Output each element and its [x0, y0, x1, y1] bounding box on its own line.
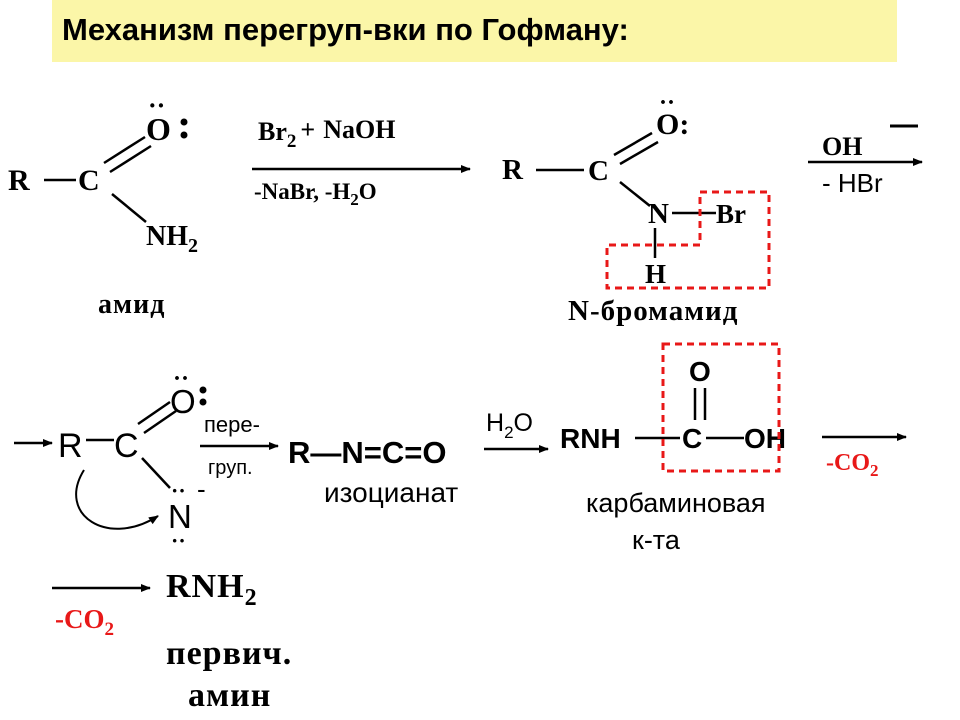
bond-c-o-2: [619, 140, 659, 166]
step1-arrow: Br2+NaOH -NaBr, -H2O: [252, 115, 471, 209]
anion-c: C: [114, 427, 139, 465]
bromamide-structure: R C O: ·· N Br H N-бромамид: [502, 90, 771, 327]
bond-c-o-2: [143, 409, 177, 435]
reagent-br2-naoh: Br2+NaOH: [258, 115, 395, 152]
title-bar: Механизм перегруп-вки по Гофману:: [52, 0, 897, 62]
bond-c-n: [111, 193, 147, 223]
rearr-label-1: пере-: [204, 412, 260, 437]
amide-r: R: [8, 164, 30, 197]
bromamide-o: O:: [656, 108, 689, 141]
isocyanate-label: изоцианат: [324, 477, 458, 508]
carbamic-c: C: [682, 423, 702, 454]
step2-arrow: OH - HBr: [808, 124, 923, 198]
amide-o: O: [146, 111, 171, 147]
anion-structure: R C O ·· N ·· ·· -: [14, 366, 207, 553]
anion-n-lone-pair-bottom: ··: [171, 528, 186, 553]
co2-leaving-highlight: [661, 342, 781, 473]
anion-o-lone-pair: ··: [173, 366, 189, 392]
reagent-water: H2O: [486, 409, 533, 442]
bond-c-n: [619, 181, 651, 207]
carbamic-label-1: карбаминовая: [586, 488, 766, 518]
bond-c-o-1: [613, 131, 653, 157]
anion-o: O: [170, 383, 196, 420]
carbamic-acid-structure: RNH C OH O карбаминовая к-та: [560, 342, 786, 555]
decarbox-arrow-2: -CO2: [52, 584, 151, 640]
lone-pair-dot: [180, 118, 188, 126]
bromamide-h: H: [645, 259, 666, 289]
decarbox-arrow-1: -CO2: [822, 433, 907, 480]
anion-r: R: [58, 427, 83, 465]
amide-o-lone-pair: ··: [148, 91, 165, 120]
carbamic-o: O: [689, 356, 711, 387]
anion-n-lone-pair-top: ··: [171, 478, 186, 503]
lone-pair-dot: [180, 131, 188, 139]
amide-structure: R C O ·· NH2 амид: [8, 91, 198, 320]
hbr-leaving-highlight: [605, 190, 771, 290]
bromamide-br: Br: [716, 199, 746, 229]
amine-label-2: амин: [188, 677, 271, 714]
isocyanate-structure: R—N=C=O изоцианат: [288, 435, 458, 508]
bond-c-o-1: [103, 135, 146, 165]
hydrolysis-arrow: H2O: [484, 409, 549, 453]
isocyanate-formula: R—N=C=O: [288, 435, 446, 470]
rearrangement-arrow: пере- груп.: [200, 412, 279, 479]
amine-formula: RNH2: [166, 568, 258, 611]
reagent-oh: OH: [822, 132, 862, 161]
bromamide-o-lone-pair: ··: [659, 90, 675, 116]
anion-charge: -: [197, 474, 206, 504]
bond-c-o-2: [109, 144, 152, 174]
primary-amine: RNH2 первич. амин: [166, 568, 292, 714]
bromamide-n: N: [648, 198, 669, 230]
amine-label-1: первич.: [166, 635, 292, 672]
bromamide-label: N-бромамид: [568, 295, 738, 327]
byproduct-hbr: - HBr: [822, 168, 883, 198]
bond-c-n: [141, 457, 171, 489]
lone-pair-dot: [199, 386, 207, 394]
bromamide-r: R: [502, 154, 524, 186]
rearr-label-2: груп.: [208, 457, 253, 479]
bromamide-c: C: [588, 155, 609, 187]
carbamic-rnh: RNH: [560, 423, 621, 454]
curved-migration-arrow: [75, 469, 159, 530]
byproducts-nabr-h2o: -NaBr, -H2O: [254, 179, 377, 209]
amide-c: C: [78, 164, 100, 197]
carbamic-label-2: к-та: [632, 525, 681, 555]
amide-label: амид: [98, 289, 165, 320]
bond-c-o-1: [137, 400, 171, 426]
amide-nh: NH2: [146, 221, 198, 257]
minus-co2-label: -CO2: [826, 450, 879, 480]
minus-co2-label: -CO2: [55, 604, 114, 640]
anion-n: N: [168, 498, 192, 535]
lone-pair-dot: [199, 398, 207, 406]
slide-title: Механизм перегруп-вки по Гофману:: [62, 12, 629, 47]
